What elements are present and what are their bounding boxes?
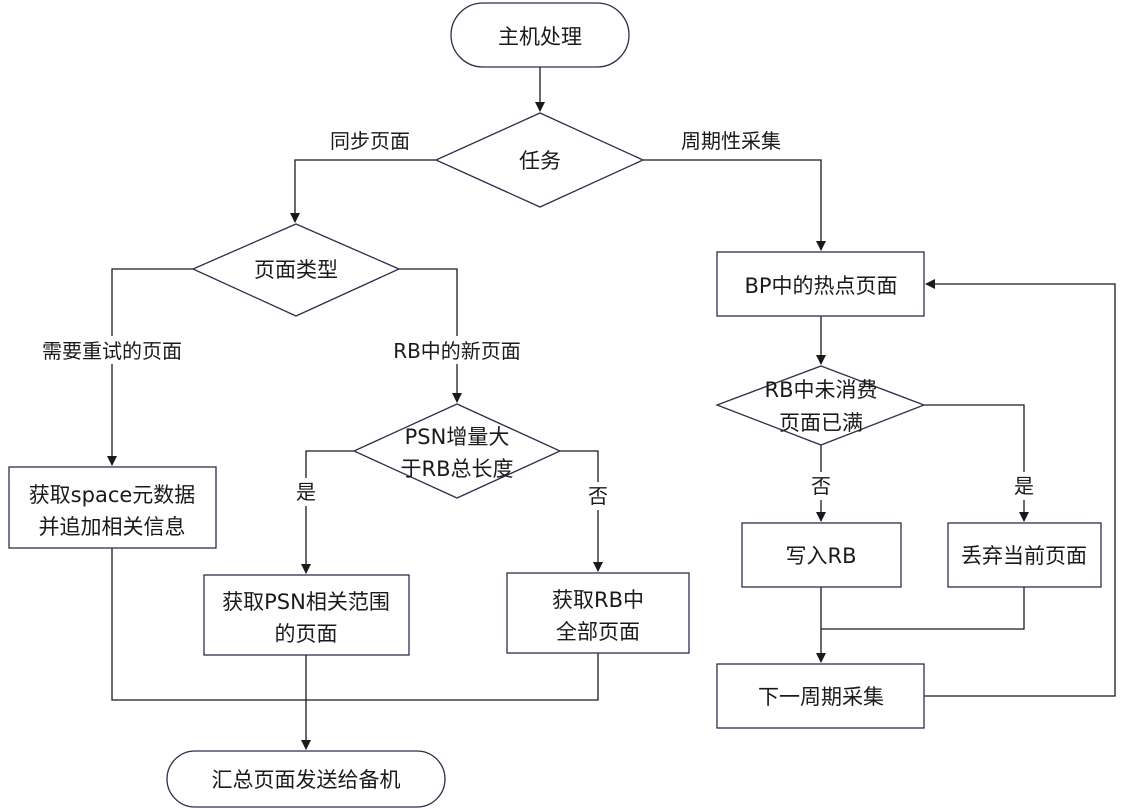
node-fetch-rb-all-line2: 全部页面	[556, 620, 640, 644]
edge-task-to-pagetype	[290, 159, 436, 223]
node-discard: 丢弃当前页面	[947, 522, 1102, 588]
node-fetch-space: 获取space元数据 并追加相关信息	[8, 466, 217, 549]
node-psn-check-line2: 于RB总长度	[401, 457, 514, 481]
node-task: 任务	[434, 112, 645, 208]
node-next-cycle-label: 下一周期采集	[758, 685, 884, 709]
node-fetch-rb-all: 获取RB中 全部页面	[506, 572, 690, 654]
edge-label-psn-no: 否	[588, 484, 608, 508]
node-discard-label: 丢弃当前页面	[961, 544, 1087, 568]
node-fetch-psn-line2: 的页面	[275, 622, 338, 646]
node-start-label: 主机处理	[498, 25, 582, 49]
node-rb-full-line1: RB中未消费	[765, 378, 878, 402]
edge-pagetype-to-psncheck	[399, 268, 462, 403]
edge-psncheck-no	[560, 450, 603, 572]
edge-fetchspace-merge	[111, 548, 599, 701]
edge-label-psn-yes: 是	[296, 480, 316, 504]
node-fetch-space-line1: 获取space元数据	[29, 483, 196, 507]
node-write-rb: 写入RB	[741, 522, 902, 588]
node-write-rb-label: 写入RB	[786, 544, 857, 568]
node-fetch-psn: 获取PSN相关范围 的页面	[203, 574, 410, 656]
node-start: 主机处理	[450, 2, 630, 68]
node-fetch-rb-all-line1: 获取RB中	[552, 588, 644, 612]
node-next-cycle: 下一周期采集	[716, 663, 925, 729]
node-fetch-psn-line1: 获取PSN相关范围	[222, 590, 390, 614]
node-task-label: 任务	[519, 149, 561, 173]
node-end-label: 汇总页面发送给备机	[212, 768, 401, 792]
node-rb-full-line2: 页面已满	[779, 411, 863, 435]
edge-psncheck-yes	[301, 450, 354, 574]
edge-label-full-no: 否	[811, 474, 831, 498]
node-bp-hot: BP中的热点页面	[716, 251, 925, 317]
edge-next-loop	[924, 279, 1116, 697]
edge-label-retry-pages: 需要重试的页面	[42, 339, 182, 363]
node-fetch-space-line2: 并追加相关信息	[39, 515, 186, 539]
edge-pagetype-to-fetchspace	[107, 268, 193, 466]
node-psn-check-line1: PSN增量大	[405, 425, 510, 449]
edge-label-full-yes: 是	[1014, 474, 1034, 498]
edge-discard-merge	[821, 587, 1025, 630]
edge-task-to-bphot	[643, 159, 826, 251]
node-psn-check: PSN增量大 于RB总长度	[352, 403, 562, 499]
node-page-type-label: 页面类型	[254, 258, 338, 282]
node-rb-full: RB中未消费 页面已满	[715, 365, 926, 446]
node-page-type: 页面类型	[191, 223, 401, 317]
edge-label-rb-new-pages: RB中的新页面	[393, 339, 521, 363]
edge-label-periodic-collect: 周期性采集	[681, 129, 781, 153]
node-end: 汇总页面发送给备机	[166, 750, 446, 808]
edge-label-sync-pages: 同步页面	[330, 129, 410, 153]
node-bp-hot-label: BP中的热点页面	[744, 274, 897, 298]
edge-rbfull-yes	[924, 404, 1029, 522]
